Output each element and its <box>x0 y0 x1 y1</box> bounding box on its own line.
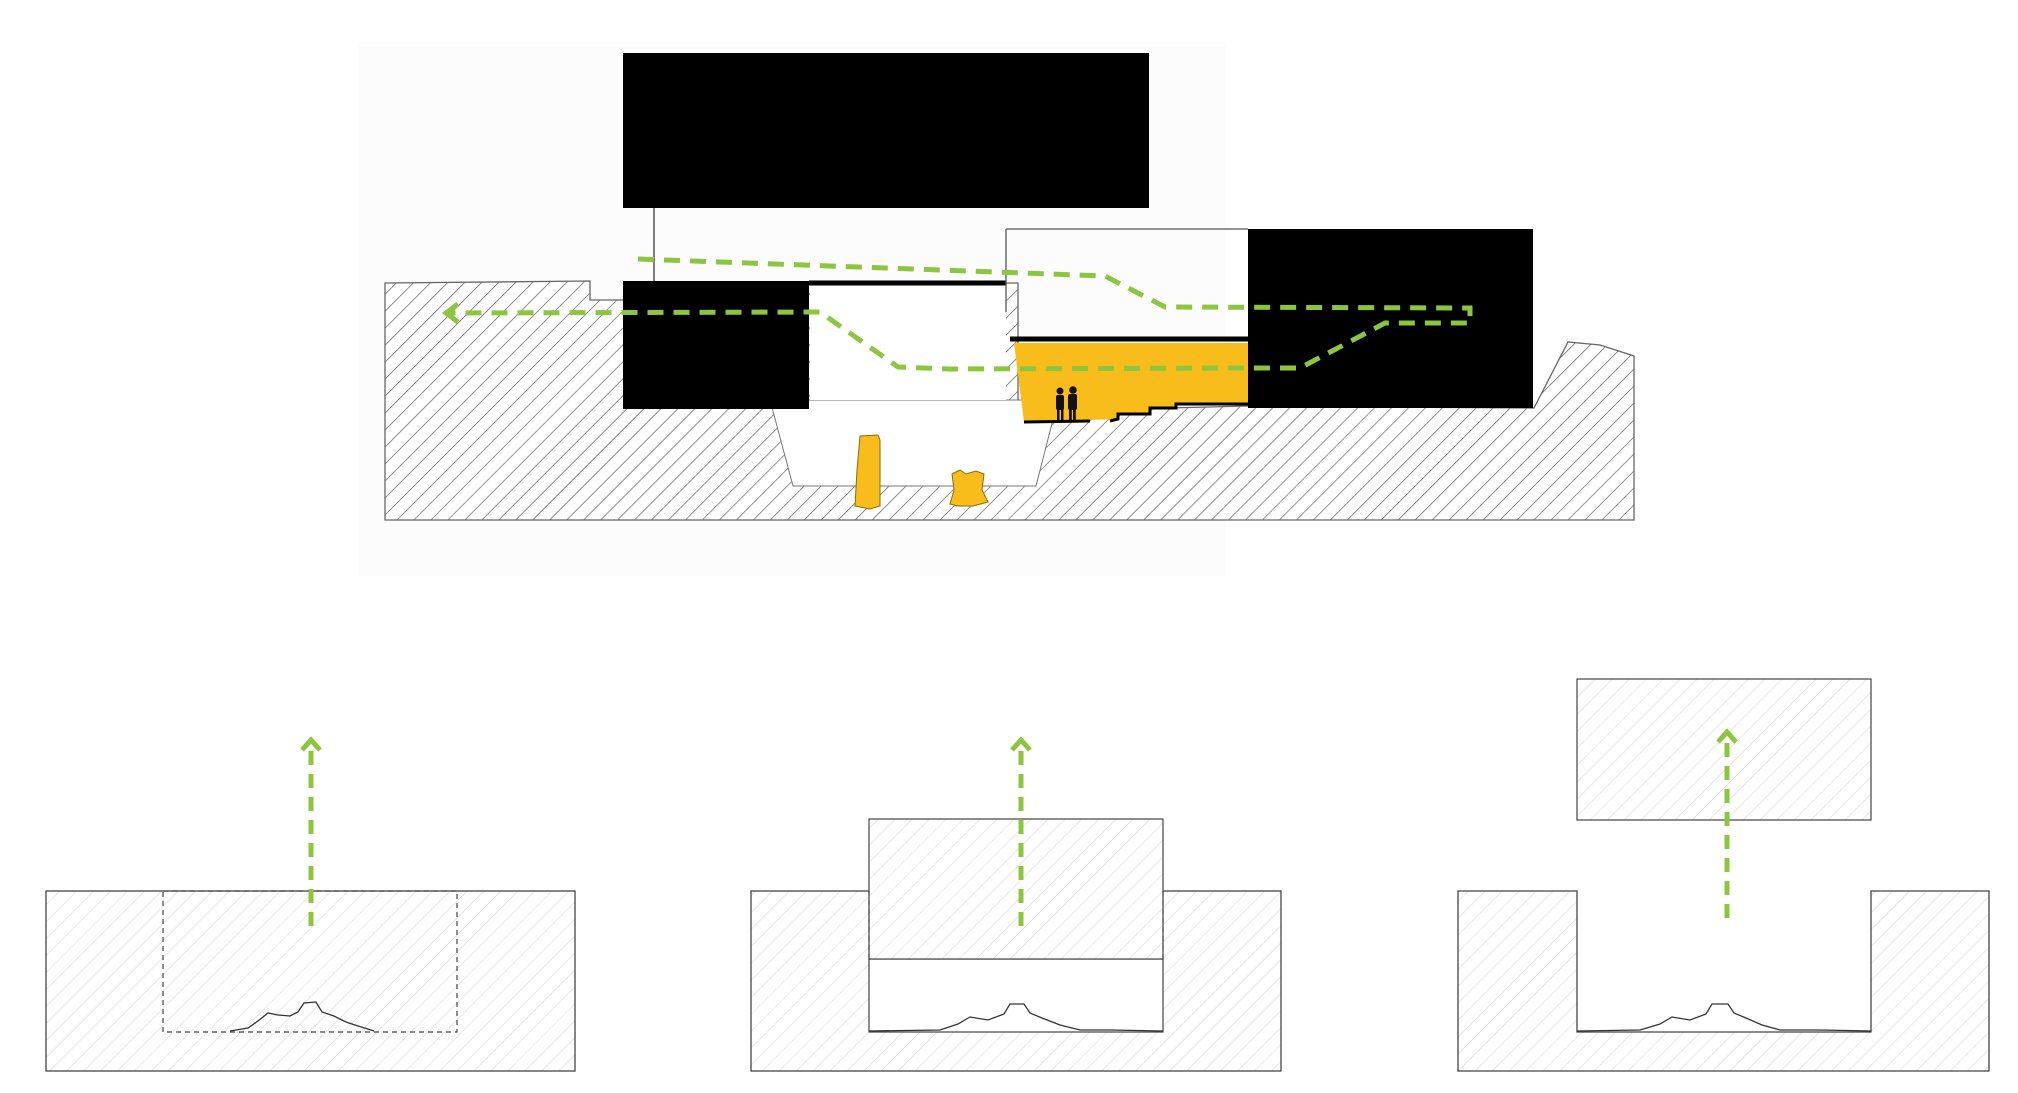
open-space <box>810 285 1006 400</box>
lifted-block <box>868 818 1164 960</box>
visitor-figures <box>1056 386 1077 421</box>
exhibition-steps <box>1109 402 1248 423</box>
main-section <box>358 42 1635 576</box>
excavation-pit <box>769 399 1059 487</box>
artifact-right <box>949 469 989 507</box>
step-2-diagram <box>750 736 1282 1072</box>
lift-arrowhead <box>1716 728 1738 744</box>
artifact-profile <box>1576 1003 1872 1032</box>
left-volume <box>623 281 809 409</box>
right-volume <box>1248 229 1533 408</box>
circulation-arrowhead <box>441 302 460 324</box>
lift-arrowhead <box>1010 736 1032 752</box>
ground-block <box>1457 890 1990 1072</box>
circulation-path <box>449 256 1473 372</box>
exhibition-floor <box>1023 419 1091 424</box>
detached-block <box>1576 678 1872 821</box>
excavated-void <box>868 958 1164 1033</box>
artifact-profile <box>868 1003 1164 1032</box>
lift-arrowhead <box>300 736 322 752</box>
artifact-left <box>854 434 881 510</box>
upper-volume <box>623 53 1149 208</box>
step-3-diagram <box>1457 678 1990 1072</box>
artifact-profile <box>229 1001 375 1032</box>
step-1-diagram <box>45 736 576 1072</box>
